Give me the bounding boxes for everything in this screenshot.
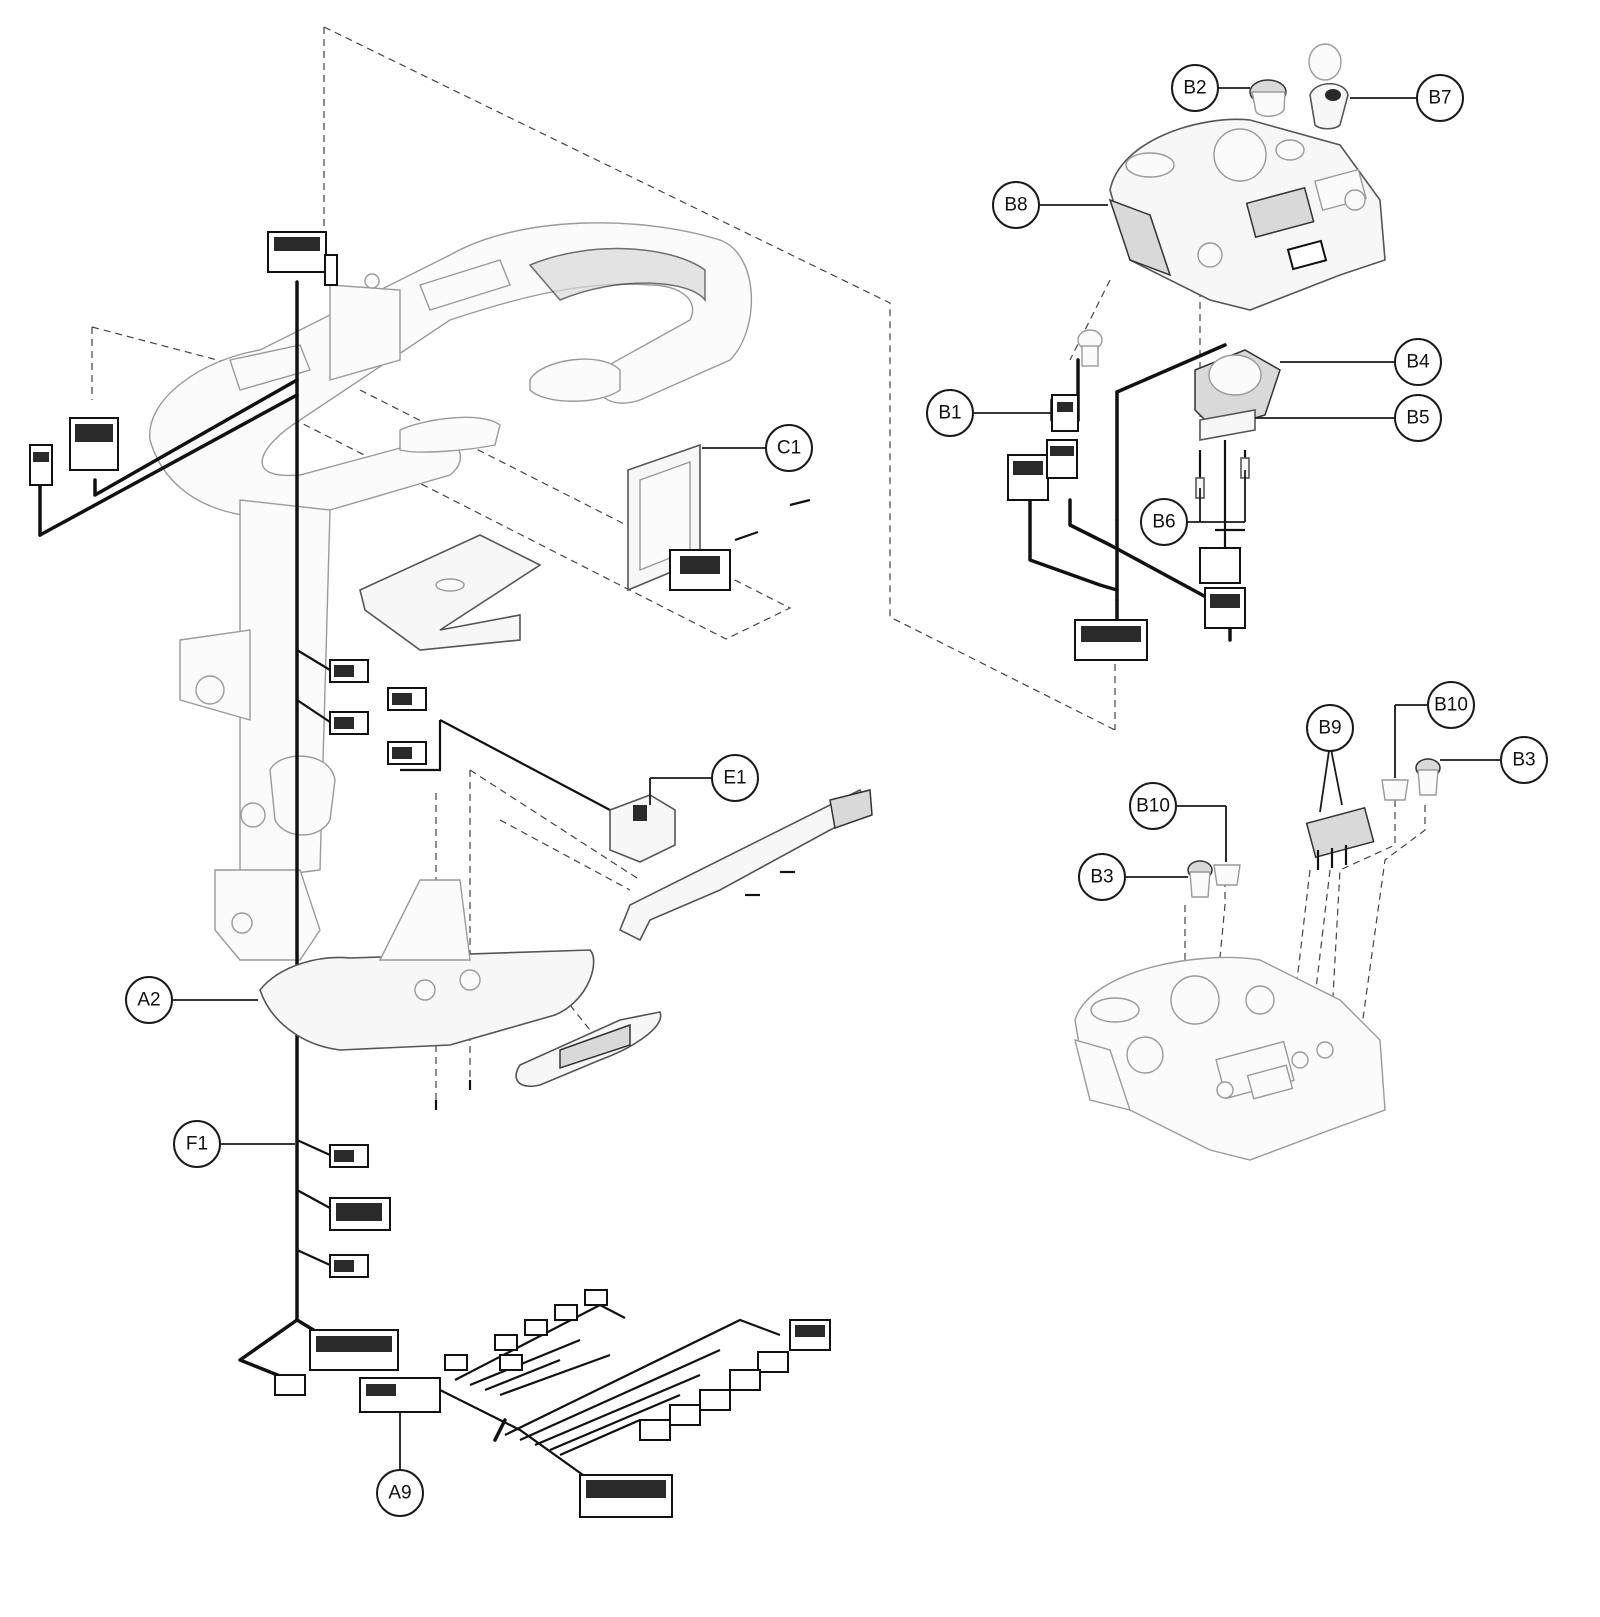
label-b9-text: B9 bbox=[1318, 718, 1341, 739]
b3-button-left bbox=[1187, 860, 1213, 898]
b7-key bbox=[1308, 43, 1349, 130]
callout-label-b3-left: B3 bbox=[1078, 853, 1126, 901]
f1-connectors bbox=[329, 1144, 391, 1278]
callout-label-a2: A2 bbox=[125, 976, 173, 1024]
console-connectors bbox=[1007, 439, 1246, 661]
left-harness-connectors bbox=[29, 417, 119, 486]
b10-cap-left bbox=[1213, 864, 1241, 886]
label-b4-text: B4 bbox=[1406, 352, 1430, 373]
b10-cap-top bbox=[1381, 779, 1409, 801]
callout-label-b7: B7 bbox=[1416, 74, 1464, 122]
callout-label-b3-right: B3 bbox=[1500, 736, 1548, 784]
label-b8-text: B8 bbox=[1004, 195, 1027, 216]
label-b10-left-text: B10 bbox=[1136, 796, 1170, 817]
main-wiring-harness bbox=[38, 280, 611, 1382]
label-f1-text: F1 bbox=[186, 1134, 208, 1155]
callout-label-b6: B6 bbox=[1140, 498, 1188, 546]
callout-label-b5: B5 bbox=[1394, 394, 1442, 442]
bracket-plate bbox=[359, 534, 542, 651]
a2-shroud bbox=[259, 879, 595, 1110]
label-b7-text: B7 bbox=[1428, 88, 1451, 109]
callout-label-e1: E1 bbox=[711, 754, 759, 802]
e1-switch bbox=[609, 794, 676, 863]
callout-label-b8: B8 bbox=[992, 181, 1040, 229]
b3-button-right bbox=[1415, 758, 1441, 796]
mid-harness-connectors bbox=[329, 659, 427, 765]
c1-module bbox=[627, 443, 811, 592]
label-b3-left-text: B3 bbox=[1090, 867, 1113, 888]
lower-grille bbox=[515, 1011, 662, 1087]
b5-bracket bbox=[1198, 409, 1256, 498]
label-c1-text: C1 bbox=[777, 438, 801, 459]
b2-knob bbox=[1249, 79, 1287, 117]
leader-lines bbox=[172, 87, 1501, 1470]
speed-lever bbox=[618, 788, 873, 942]
callout-label-b2: B2 bbox=[1171, 64, 1219, 112]
callout-label-a9: A9 bbox=[376, 1469, 424, 1517]
b6-screws bbox=[1195, 457, 1250, 499]
tiller-column bbox=[179, 499, 336, 961]
callout-label-b9: B9 bbox=[1306, 704, 1354, 752]
callout-label-b1: B1 bbox=[926, 389, 974, 437]
label-e1-text: E1 bbox=[723, 768, 746, 789]
callout-label-b4: B4 bbox=[1394, 338, 1442, 386]
callout-label-b10-top: B10 bbox=[1427, 681, 1475, 729]
callout-label-f1: F1 bbox=[173, 1120, 221, 1168]
b1-pot bbox=[1051, 329, 1103, 432]
label-b3-right-text: B3 bbox=[1512, 750, 1535, 771]
label-b6-text: B6 bbox=[1152, 512, 1175, 533]
label-b1-text: B1 bbox=[938, 403, 961, 424]
label-b10-top-text: B10 bbox=[1434, 695, 1468, 716]
callout-label-c1: C1 bbox=[765, 424, 813, 472]
b9-rocker-switch bbox=[1305, 806, 1375, 870]
label-a9-text: A9 bbox=[388, 1483, 411, 1504]
label-b2-text: B2 bbox=[1183, 78, 1206, 99]
b4-switch bbox=[1194, 349, 1281, 431]
a9-harness bbox=[274, 1289, 831, 1518]
tiller-handlebar bbox=[149, 222, 753, 519]
console-lower-assembly bbox=[1074, 956, 1386, 1161]
console-upper-assembly bbox=[1108, 118, 1386, 311]
label-b5-text: B5 bbox=[1406, 408, 1429, 429]
label-a2-text: A2 bbox=[137, 990, 160, 1011]
top-harness-connector bbox=[267, 231, 338, 286]
callout-label-b10-left: B10 bbox=[1129, 782, 1177, 830]
